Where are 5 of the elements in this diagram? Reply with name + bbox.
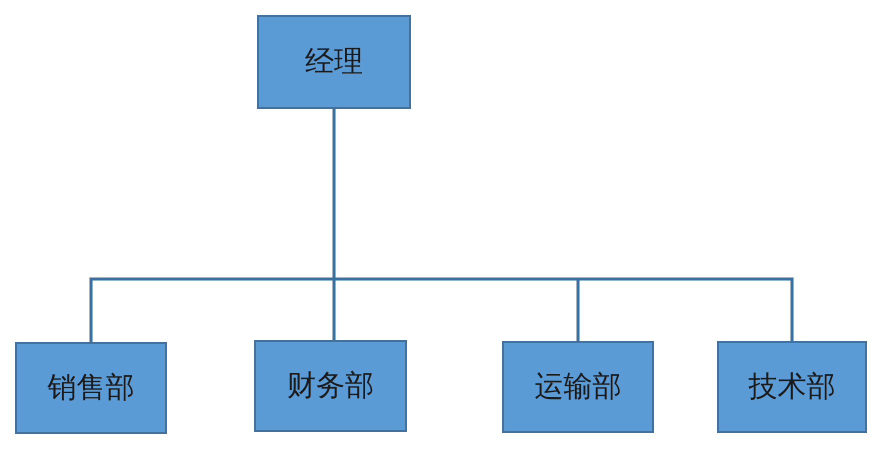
department-box: 运输部 [502,341,654,433]
manager-box: 经理 [257,15,411,109]
department-box: 财务部 [254,340,407,432]
department-box: 技术部 [717,341,867,433]
department-box: 销售部 [15,342,167,434]
